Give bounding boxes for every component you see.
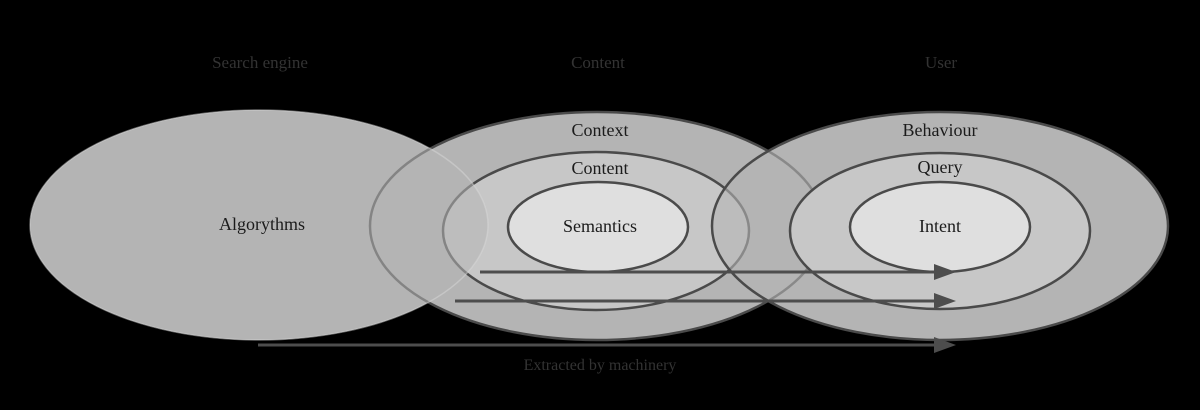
header-content: Content (571, 53, 625, 72)
label-intent: Intent (919, 216, 961, 236)
label-semantics: Semantics (563, 216, 637, 236)
label-behaviour: Behaviour (903, 120, 978, 140)
arrow-bottom-head (934, 337, 956, 353)
arrow-middle-head (934, 293, 956, 309)
label-query: Query (918, 157, 963, 177)
arrow-top (480, 264, 956, 280)
arrow-bottom (258, 337, 956, 353)
caption-extracted-by-machinery: Extracted by machinery (524, 357, 677, 374)
left-ellipse (29, 109, 489, 341)
arrow-middle (455, 293, 956, 309)
label-content: Content (572, 158, 629, 178)
header-search-engine: Search engine (212, 53, 308, 72)
label-context: Context (572, 120, 629, 140)
arrow-top-head (934, 264, 956, 280)
header-user: User (925, 53, 957, 72)
label-algorythms: Algorythms (219, 214, 305, 234)
